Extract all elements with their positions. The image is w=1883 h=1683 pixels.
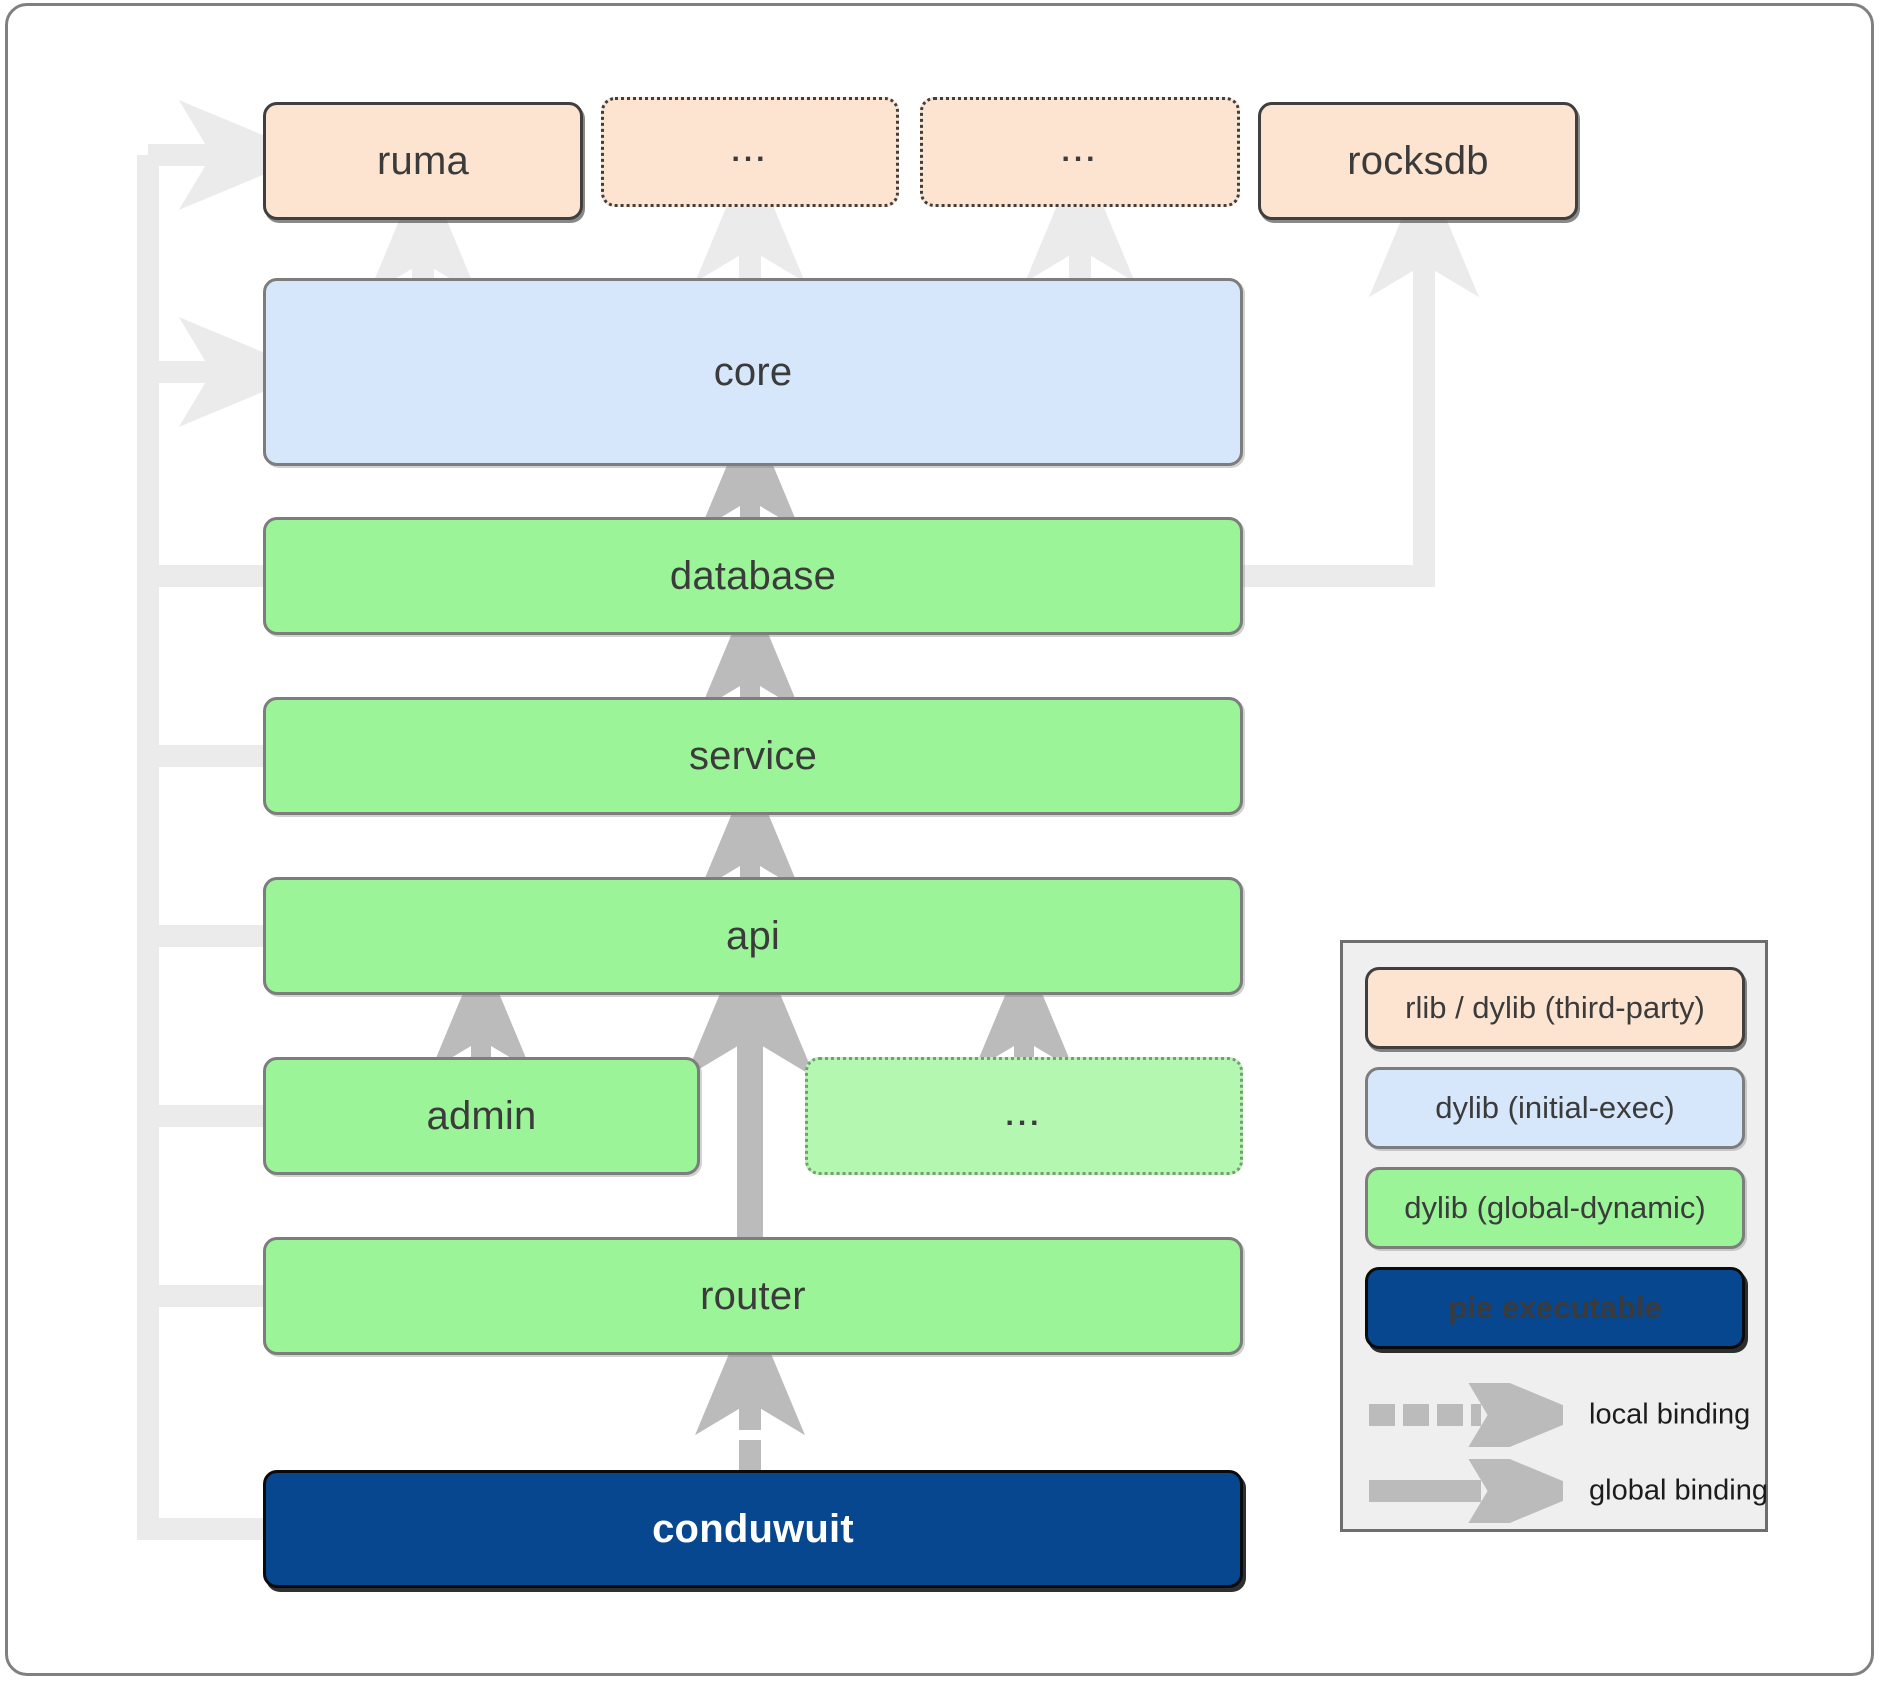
local-binding-arrow-icon	[1369, 1383, 1563, 1447]
edge-conduwuit-left-spine	[137, 100, 311, 1540]
node-ruma[interactable]: ruma	[263, 102, 583, 220]
node-api[interactable]: api	[263, 877, 1243, 995]
node-service[interactable]: service	[263, 697, 1243, 815]
node-router[interactable]: router	[263, 1237, 1243, 1355]
legend-label-local-binding: local binding	[1589, 1398, 1751, 1431]
global-binding-arrow-icon	[1369, 1459, 1563, 1523]
node-database[interactable]: database	[263, 517, 1243, 635]
legend-row-local-binding: local binding	[1363, 1383, 1753, 1447]
node-admin[interactable]: admin	[263, 1057, 700, 1175]
legend-label-global-binding: global binding	[1589, 1474, 1768, 1507]
node-third-party-placeholder-1[interactable]: ...	[601, 97, 899, 207]
legend-panel: rlib / dylib (third-party) dylib (initia…	[1340, 940, 1768, 1532]
legend-swatch-global-dynamic: dylib (global-dynamic)	[1365, 1167, 1745, 1249]
node-conduwuit[interactable]: conduwuit	[263, 1470, 1243, 1588]
legend-swatch-pie-executable: pie executable	[1365, 1267, 1745, 1349]
edge-database-rocksdb	[1243, 165, 1479, 587]
legend-row-global-binding: global binding	[1363, 1459, 1768, 1523]
node-third-party-placeholder-2[interactable]: ...	[920, 97, 1240, 207]
node-core[interactable]: core	[263, 278, 1243, 466]
node-rocksdb[interactable]: rocksdb	[1258, 102, 1578, 220]
legend-swatch-initial-exec: dylib (initial-exec)	[1365, 1067, 1745, 1149]
node-service-placeholder[interactable]: ...	[805, 1057, 1243, 1175]
legend-swatch-rlib: rlib / dylib (third-party)	[1365, 967, 1745, 1049]
